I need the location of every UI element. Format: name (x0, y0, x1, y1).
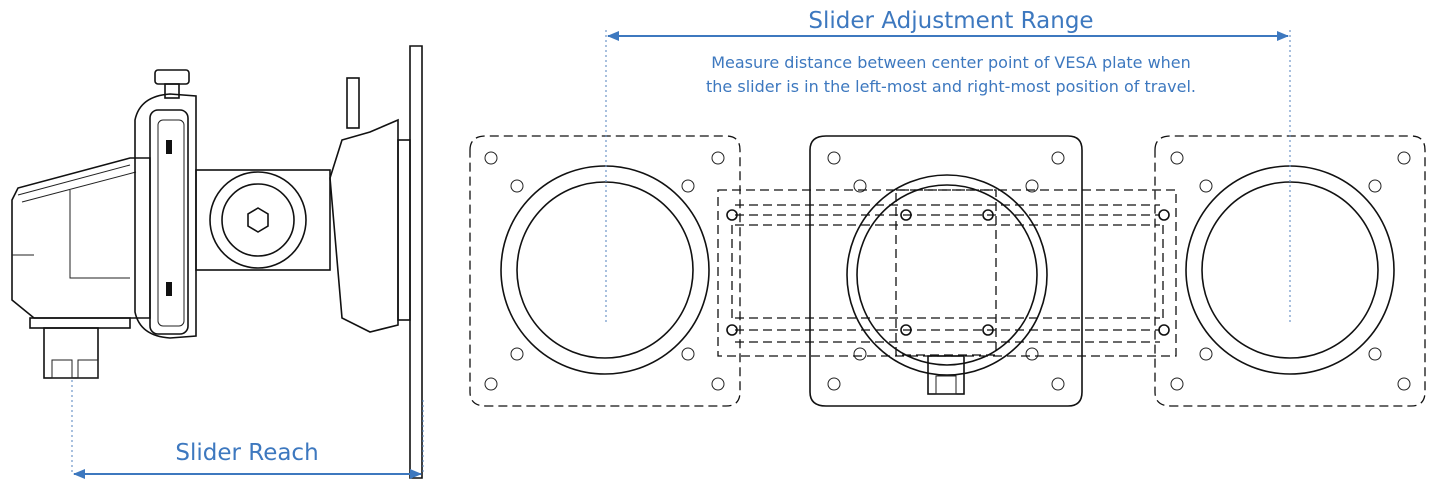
vesa-plate-center (809, 135, 1083, 407)
side-view-mount (11, 45, 423, 479)
range-note-line2: the slider is in the left-most and right… (706, 77, 1196, 96)
reach-title: Slider Reach (175, 440, 318, 466)
range-note-line1: Measure distance between center point of… (711, 53, 1191, 72)
slider-rail (717, 189, 1177, 357)
vesa-plate-left-position (469, 135, 741, 407)
range-title: Slider Adjustment Range (808, 8, 1093, 34)
